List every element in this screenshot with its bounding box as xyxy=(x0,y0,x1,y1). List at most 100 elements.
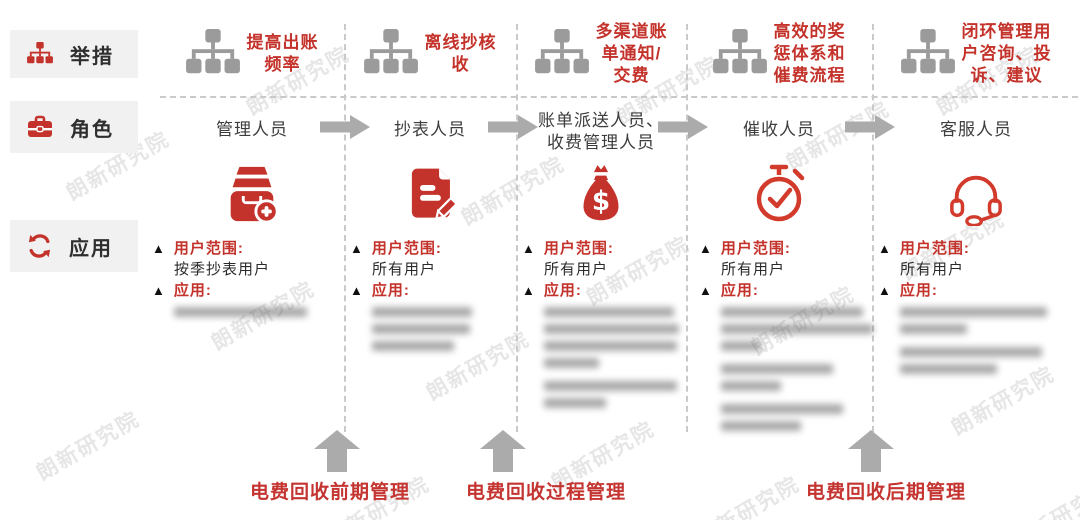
sidebar-row-apps: 应用 xyxy=(10,220,138,272)
user-scope-value: 所有用户 xyxy=(544,261,609,278)
user-scope-value: 所有用户 xyxy=(721,261,786,278)
blurred-application-text xyxy=(174,307,340,317)
blurred-text-line xyxy=(721,404,843,414)
triangle-bullet-icon: ▲ xyxy=(350,283,363,298)
sidebar-label-roles: 角色 xyxy=(70,118,114,141)
watermark-text: 朗新研究院 xyxy=(32,407,144,486)
user-scope-heading: ▲ 用户范围: xyxy=(878,240,970,257)
measure-text: 闭环管理用 户咨询、投 诉、建议 xyxy=(961,22,1052,85)
org-chart-icon xyxy=(27,42,53,64)
blurred-text-line xyxy=(900,347,1042,357)
sidebar-row-measures: 举措 xyxy=(10,30,138,78)
stopwatch-check-icon xyxy=(746,162,812,231)
blurred-text-line xyxy=(544,324,679,334)
column-multichannel-billing: 多渠道账 单通知/ 交费 账单派送人员、 收费管理人员 $ ▲ 用户范围: 所有… xyxy=(516,0,686,520)
blurred-text-line xyxy=(544,358,599,368)
blurred-application-text xyxy=(544,307,682,408)
measure-block: 离线抄核 收 xyxy=(344,12,516,96)
application-heading: ▲ 应用: xyxy=(152,282,212,299)
column-incentive-collection: 高效的奖 惩体系和 催费流程 催收人员 ▲ 用户范围: 所有用户 ▲ 应用: xyxy=(686,0,873,520)
blurred-text-line xyxy=(900,307,1047,317)
org-chart-icon xyxy=(185,29,240,74)
up-arrow-icon xyxy=(480,430,526,472)
row-divider xyxy=(160,96,1078,98)
measure-block: 多渠道账 单通知/ 交费 xyxy=(516,12,686,96)
measure-block: 高效的奖 惩体系和 催费流程 xyxy=(686,12,872,96)
headset-icon xyxy=(941,170,1011,231)
user-scope-heading: ▲ 用户范围: xyxy=(699,240,791,257)
user-scope-value: 按季抄表用户 xyxy=(174,261,271,278)
application-list: ▲ 用户范围: 所有用户 ▲ 应用: xyxy=(878,238,1076,387)
blurred-text-line xyxy=(174,307,307,317)
sidebar-row-roles: 角色 xyxy=(10,101,138,153)
briefcase-icon xyxy=(28,115,52,137)
blurred-text-line xyxy=(900,364,997,374)
measure-text: 高效的奖 惩体系和 催费流程 xyxy=(773,22,846,85)
measure-text: 提高出账 频率 xyxy=(246,33,319,74)
triangle-bullet-icon: ▲ xyxy=(522,283,535,298)
svg-text:$: $ xyxy=(592,187,610,217)
triangle-bullet-icon: ▲ xyxy=(152,241,165,256)
triangle-bullet-icon: ▲ xyxy=(878,283,891,298)
role-text: 管理人员 xyxy=(216,120,288,139)
blurred-text-line xyxy=(721,364,833,374)
flow-arrow-icon xyxy=(320,115,370,139)
org-chart-icon xyxy=(712,29,767,74)
blurred-text-line xyxy=(372,341,454,351)
stage-label-process: 电费回收过程管理 xyxy=(465,482,627,503)
blurred-text-line xyxy=(544,307,674,317)
column-divider xyxy=(344,24,346,432)
triangle-bullet-icon: ▲ xyxy=(522,241,535,256)
blurred-text-line xyxy=(721,324,873,334)
archive-add-icon xyxy=(221,163,283,230)
sync-icon xyxy=(28,234,51,258)
triangle-bullet-icon: ▲ xyxy=(152,283,165,298)
blurred-text-line xyxy=(372,307,472,317)
stage-label-late: 电费回收后期管理 xyxy=(805,482,967,503)
blurred-text-line xyxy=(721,341,761,351)
money-bag-icon: $ xyxy=(573,163,629,230)
blurred-text-line xyxy=(721,307,863,317)
application-heading: ▲ 应用: xyxy=(350,282,410,299)
blurred-text-line xyxy=(544,341,677,351)
blurred-application-text xyxy=(372,307,512,351)
measure-block: 提高出账 频率 xyxy=(160,12,344,96)
application-list: ▲ 用户范围: 所有用户 ▲ 应用: xyxy=(350,238,512,364)
column-divider xyxy=(872,24,874,432)
column-billing-frequency: 提高出账 频率 管理人员 ▲ 用户范围: 按季抄表用户 ▲ 应用: xyxy=(152,0,344,520)
application-heading: ▲ 应用: xyxy=(699,282,759,299)
role-text: 客服人员 xyxy=(940,120,1012,139)
flow-arrow-icon xyxy=(658,115,708,139)
measure-text: 离线抄核 收 xyxy=(424,33,497,74)
measure-text: 多渠道账 单通知/ 交费 xyxy=(595,22,668,85)
application-list: ▲ 用户范围: 所有用户 ▲ 应用: xyxy=(699,238,873,444)
triangle-bullet-icon: ▲ xyxy=(350,241,363,256)
flow-arrow-icon xyxy=(845,115,895,139)
column-closed-loop-service: 闭环管理用 户咨询、投 诉、建议 客服人员 ▲ 用户范围: 所有用户 ▲ 应用: xyxy=(872,0,1080,520)
up-arrow-icon xyxy=(314,430,360,472)
up-arrow-icon xyxy=(848,430,894,472)
column-divider xyxy=(516,24,518,432)
role-text: 抄表人员 xyxy=(394,120,466,139)
blurred-application-text xyxy=(900,307,1076,374)
user-scope-value: 所有用户 xyxy=(900,261,965,278)
blurred-text-line xyxy=(544,398,606,408)
user-scope-heading: ▲ 用户范围: xyxy=(152,240,244,257)
blurred-text-line xyxy=(721,421,801,431)
document-edit-icon xyxy=(401,163,459,230)
application-heading: ▲ 应用: xyxy=(522,282,582,299)
column-divider xyxy=(686,24,688,432)
blurred-text-line xyxy=(544,381,677,391)
org-chart-icon xyxy=(534,29,589,74)
user-scope-value: 所有用户 xyxy=(372,261,437,278)
flow-arrow-icon xyxy=(488,115,538,139)
sidebar-label-apps: 应用 xyxy=(69,237,113,260)
sidebar-label-measures: 举措 xyxy=(70,45,114,68)
blurred-text-line xyxy=(721,381,781,391)
blurred-application-text xyxy=(721,307,873,431)
blurred-text-line xyxy=(900,324,967,334)
measure-block: 闭环管理用 户咨询、投 诉、建议 xyxy=(872,12,1080,96)
column-offline-reading: 离线抄核 收 抄表人员 ▲ 用户范围: 所有用户 ▲ xyxy=(344,0,516,520)
application-list: ▲ 用户范围: 所有用户 ▲ 应用: xyxy=(522,238,682,421)
org-chart-icon xyxy=(900,29,955,74)
